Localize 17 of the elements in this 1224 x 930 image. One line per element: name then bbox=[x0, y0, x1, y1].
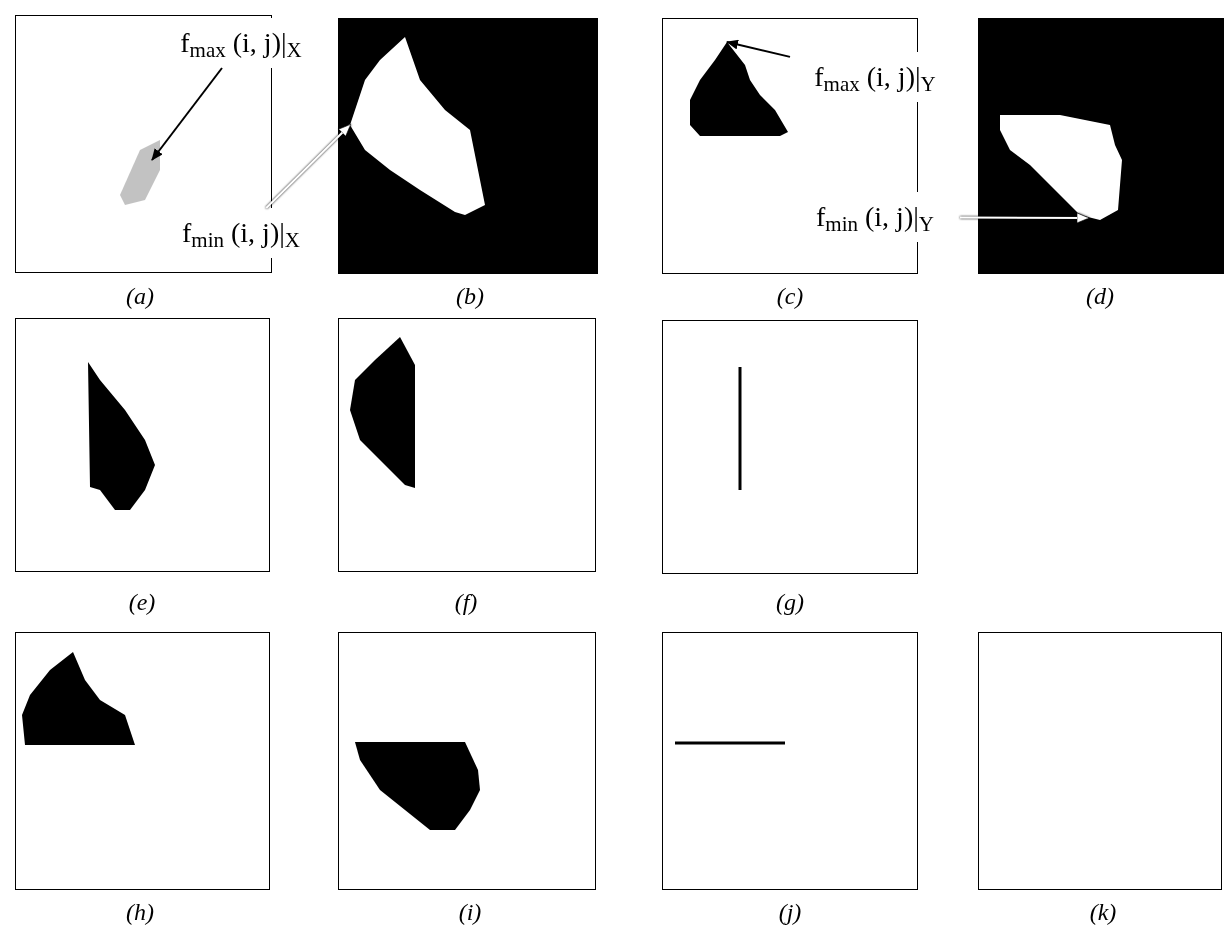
panel-caption: (b) bbox=[456, 284, 484, 308]
panel-caption: (j) bbox=[778, 900, 802, 924]
panel-caption: (c) bbox=[776, 284, 804, 308]
panel-caption: (e) bbox=[128, 590, 156, 614]
region-drawing bbox=[350, 37, 485, 215]
panel-caption: (h) bbox=[126, 900, 154, 924]
panel-caption: (i) bbox=[458, 900, 482, 924]
panel-caption: (d) bbox=[1086, 284, 1114, 308]
region-drawing bbox=[1000, 115, 1122, 220]
panel-caption: (g) bbox=[776, 590, 804, 614]
hatched-region-drawing bbox=[120, 140, 160, 205]
region-drawing bbox=[690, 42, 788, 136]
leader-arrow bbox=[726, 39, 791, 58]
panel-caption: (k) bbox=[1089, 900, 1117, 924]
panel-caption: (a) bbox=[126, 284, 154, 308]
panel-caption: (f) bbox=[454, 590, 478, 614]
leader-arrow bbox=[151, 67, 223, 161]
